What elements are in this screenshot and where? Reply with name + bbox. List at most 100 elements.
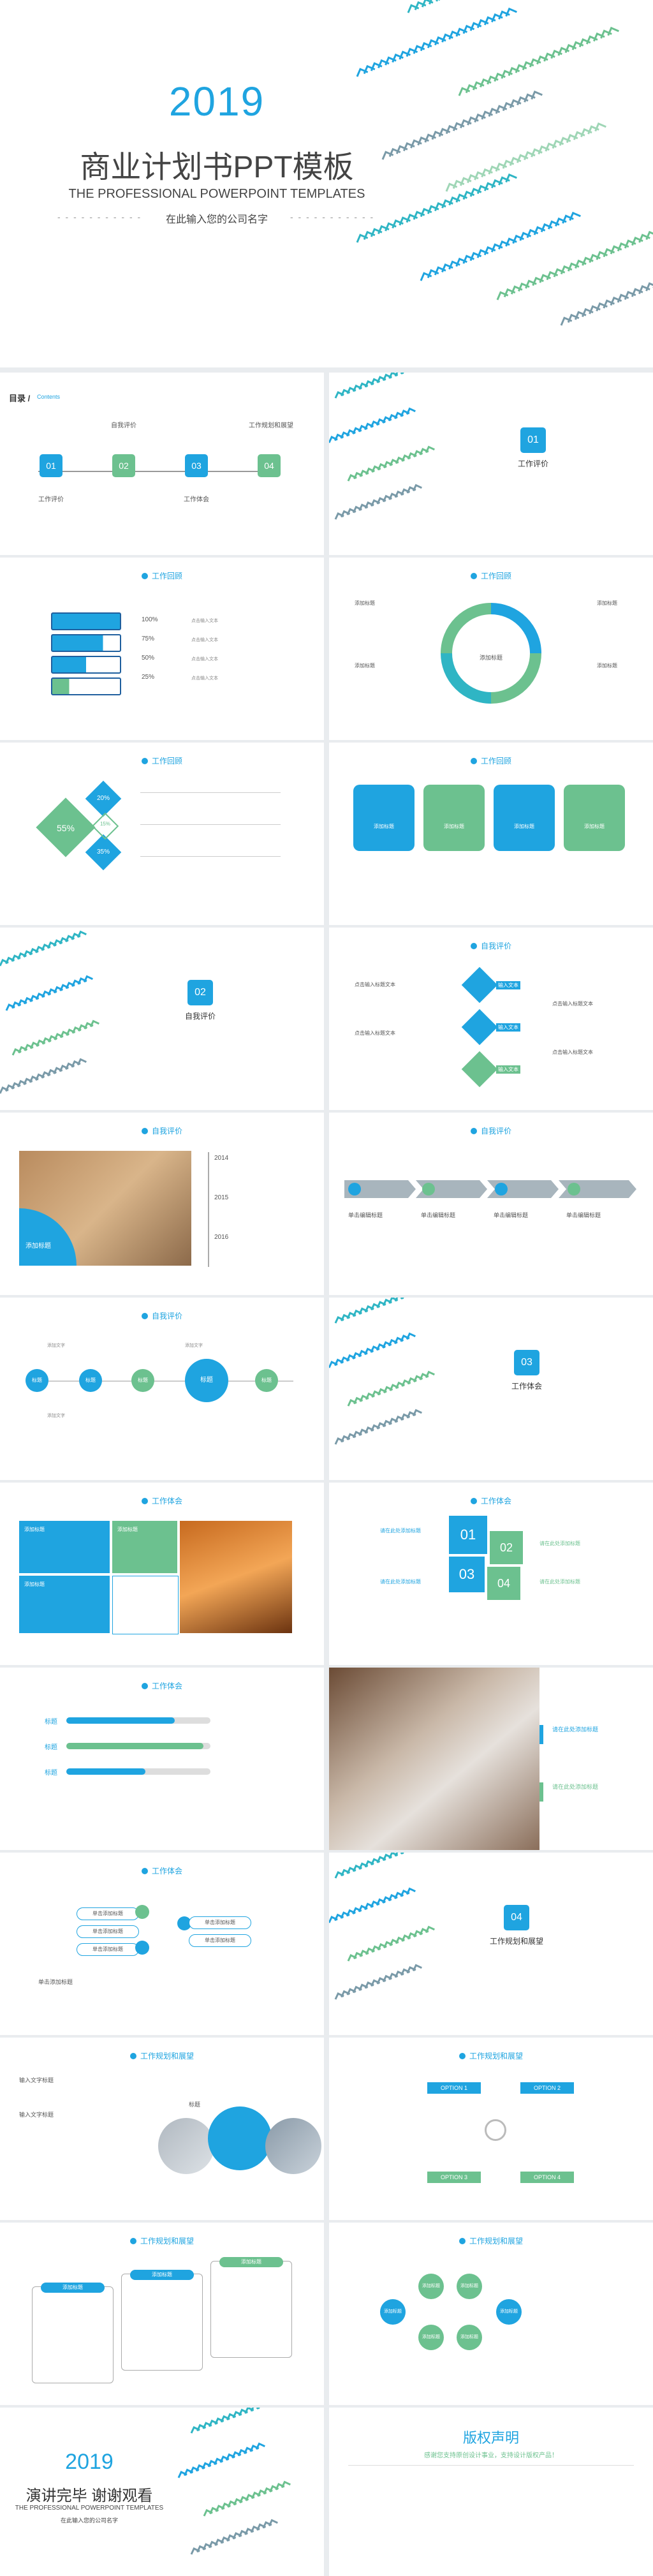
branch-pill-2[interactable]: 单击添加标题 [77,1925,139,1938]
end-company: 在此输入您的公司名字 [60,2517,118,2524]
branch-pill-1[interactable]: 单击添加标题 [77,1907,139,1920]
flow-node-1[interactable]: 标题 [26,1369,48,1392]
slide-header: 工作规划和展望 [329,2050,653,2061]
tab-label-3[interactable]: 添加标题 [219,2257,283,2267]
branch-pill-3[interactable]: 单击添加标题 [77,1943,139,1956]
section-3-slide[interactable]: 03 工作体会 [329,1298,653,1480]
header-dot-icon [141,758,148,764]
chevron-stroke [505,7,517,17]
slide-header: 工作回顾 [0,570,324,581]
section-4-slide[interactable]: 04 工作规划和展望 [329,1853,653,2035]
cover-slide[interactable]: 2019 商业计划书PPT模板 THE PROFESSIONAL POWERPO… [0,0,653,367]
hex-node-bl[interactable]: 添加标题 [418,2325,444,2350]
flow-node-3[interactable]: 标题 [131,1369,154,1392]
branch-bottom-label: 单击添加标题 [38,1979,73,1985]
copyright-slide[interactable]: 版权声明 感谢您支持原创设计事业，支持设计版权产品！ [329,2408,653,2576]
puzzle-02: 02 [490,1531,523,1564]
chevron-pattern-decoration [177,2408,291,2555]
tabs-slide[interactable]: 工作规划和展望 添加标题 添加标题 添加标题 [0,2223,324,2405]
chevron-stroke [412,484,422,492]
toc-num-3[interactable]: 03 [185,454,208,477]
toc-label-1: 工作评价 [38,496,64,503]
progress-text-2: 点击输入文本 [191,638,218,642]
chevron-stroke [89,1019,99,1028]
chevron-stroke [425,1925,435,1934]
toc-title-en: Contents [37,394,61,400]
header-dot-icon [129,2238,136,2244]
flow-text-bottom: 添加文字 [47,1414,65,1418]
hex-node-left[interactable]: 添加标题 [380,2299,406,2325]
chevron-stroke [406,1887,416,1895]
progress-slide[interactable]: 工作回顾 100% 75% 50% 25% 点击输入文本 点击输入文本 点击输入… [0,558,324,740]
bar-track-1 [66,1717,210,1724]
card-4[interactable]: 添加标题 [564,785,625,851]
self-eval-diamond-slide[interactable]: 自我评价 输入文本 输入文本 输入文本 点击输入标题文本 点击输入标题文本 点击… [329,928,653,1110]
chevron-stroke [250,2408,260,2412]
header-title: 工作回顾 [480,757,511,766]
exp-block-label: 添加标题 [117,1527,138,1532]
flow-text-top: 添加文字 [47,1344,65,1348]
flow-slide[interactable]: 自我评价 标题 标题 标题 标题 标题 添加文字 添加文字 添加文字 [0,1298,324,1480]
flow-node-5[interactable]: 标题 [255,1369,278,1392]
toc-line [38,471,281,472]
option-2[interactable]: OPTION 2 [520,2082,574,2094]
toc-title: 目录 / [9,394,31,403]
card-1[interactable]: 添加标题 [353,785,415,851]
cover-dashes-left: - - - - - - - - - - - [57,212,142,222]
exp-grid-slide[interactable]: 工作体会 添加标题 添加标题 添加标题 [0,1483,324,1665]
toc-slide[interactable]: 目录 / Contents 01 02 03 04 工作评价 自我评价 工作体会… [0,373,324,555]
flow-line [26,1381,293,1382]
toc-num-2[interactable]: 02 [112,454,135,477]
header-dot-icon [470,943,477,949]
timeline-slide[interactable]: 自我评价 添加标题 2014 2015 2016 [0,1113,324,1295]
option-4[interactable]: OPTION 4 [520,2172,574,2183]
tab-label-2[interactable]: 添加标题 [130,2270,194,2280]
arrow-label-3: 单击编辑标题 [494,1212,529,1218]
end-year: 2019 [65,2450,114,2474]
flow-node-2[interactable]: 标题 [79,1369,102,1392]
hex-slide[interactable]: 工作规划和展望 添加标题 添加标题 添加标题 添加标题 添加标题 添加标题 [329,2223,653,2405]
exp-puzzle-slide[interactable]: 工作体会 01 02 03 04 请在此处添加标题 请在此处添加标题 请在此处添… [329,1483,653,1665]
arrow-process-slide[interactable]: 自我评价 单击编辑标题 单击编辑标题 单击编辑标题 单击编辑标题 [329,1113,653,1295]
timeline-year-1: 2014 [214,1155,229,1162]
diamond-line-3 [140,856,281,857]
cycle-center-label: 添加标题 [479,655,503,661]
card-3[interactable]: 添加标题 [494,785,555,851]
bars-slide[interactable]: 工作体会 标题 标题 标题 [0,1668,324,1850]
slide-header: 工作体会 [0,1680,324,1691]
section-2-slide[interactable]: 02 自我评价 [0,928,324,1110]
option-1[interactable]: OPTION 1 [427,2082,481,2094]
section-1-slide[interactable]: 01 工作评价 [329,373,653,555]
self-input-1: 输入文本 [496,981,520,989]
chevron-stroke [412,1409,422,1417]
cards-slide[interactable]: 工作回顾 添加标题 添加标题 添加标题 添加标题 [329,743,653,925]
hex-node-br[interactable]: 添加标题 [457,2325,482,2350]
ending-slide[interactable]: 2019 演讲完毕 谢谢观看 THE PROFESSIONAL POWERPOI… [0,2408,324,2576]
branch-slide[interactable]: 工作体会 单击添加标题 单击添加标题 单击添加标题 单击添加标题 单击添加标题 … [0,1853,324,2035]
card-2[interactable]: 添加标题 [423,785,485,851]
chevron-stroke [400,1298,411,1300]
header-dot-icon [459,2238,466,2244]
flow-text-right: 添加文字 [185,1344,203,1348]
chevron-stroke [531,90,543,100]
laptop-tag-2: 请在此处添加标题 [552,1784,599,1790]
hex-node-tl[interactable]: 添加标题 [418,2274,444,2299]
cycle-slide[interactable]: 工作回顾 添加标题 添加标题 添加标题 添加标题 添加标题 [329,558,653,740]
hex-node-tr[interactable]: 添加标题 [457,2274,482,2299]
flow-node-4[interactable]: 标题 [185,1359,228,1402]
branch-pill-4[interactable]: 单击添加标题 [189,1916,251,1929]
toc-num-4[interactable]: 04 [258,454,281,477]
option-3[interactable]: OPTION 3 [427,2172,481,2183]
plan-circles-slide[interactable]: 工作规划和展望 输入文字标题 输入文字标题 标题 [0,2038,324,2220]
branch-pill-5[interactable]: 单击添加标题 [189,1934,251,1947]
chevron-pattern-decoration [329,1853,435,2000]
slide-header: 工作体会 [0,1495,324,1506]
tab-label-1[interactable]: 添加标题 [41,2283,105,2293]
diamond-slide[interactable]: 工作回顾 55% 20% 35% 15% [0,743,324,925]
toc-num-1[interactable]: 01 [40,454,62,477]
options-slide[interactable]: 工作规划和展望 OPTION 1 OPTION 2 OPTION 3 OPTIO… [329,2038,653,2220]
section-3-number: 03 [514,1350,539,1375]
tab-panel-3 [210,2261,292,2358]
hex-node-right[interactable]: 添加标题 [496,2299,522,2325]
laptop-slide[interactable]: 请在此处添加标题 请在此处添加标题 [329,1668,653,1850]
